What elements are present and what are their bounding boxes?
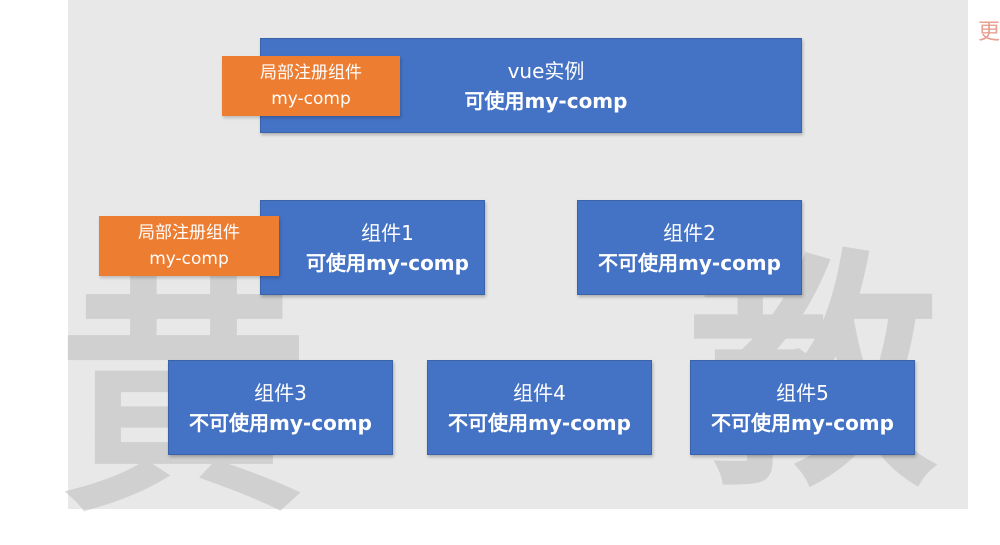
corner-watermark-glyph: 更 [977,20,1000,45]
component-1-subtitle: 可使用my-comp [306,250,469,275]
slide-canvas: 黄 教 vue实例 可使用my-comp 局部注册组件 my-comp 组件1 … [58,0,968,525]
component-2-subtitle: 不可使用my-comp [598,250,781,275]
component-4-box: 组件4 不可使用my-comp [427,360,652,455]
component-1-box: 组件1 可使用my-comp [260,200,485,295]
component-3-box: 组件3 不可使用my-comp [168,360,393,455]
vue-instance-title: vue实例 [507,58,585,83]
component-4-subtitle: 不可使用my-comp [448,410,631,435]
local-register-name: my-comp [149,249,229,269]
component-4-title: 组件4 [513,380,566,405]
component-5-subtitle: 不可使用my-comp [711,410,894,435]
component-3-title: 组件3 [254,380,307,405]
component-3-subtitle: 不可使用my-comp [189,410,372,435]
component-5-title: 组件5 [776,380,829,405]
component-1-title: 组件1 [361,220,414,245]
local-register-name: my-comp [271,89,351,109]
component-5-box: 组件5 不可使用my-comp [690,360,915,455]
component-2-box: 组件2 不可使用my-comp [577,200,802,295]
local-register-label: 局部注册组件 [260,63,362,83]
local-register-badge-component-1: 局部注册组件 my-comp [99,216,279,276]
local-register-label: 局部注册组件 [138,223,240,243]
local-register-badge-vue: 局部注册组件 my-comp [222,56,400,116]
vue-instance-subtitle: 可使用my-comp [464,88,628,113]
component-2-title: 组件2 [663,220,716,245]
